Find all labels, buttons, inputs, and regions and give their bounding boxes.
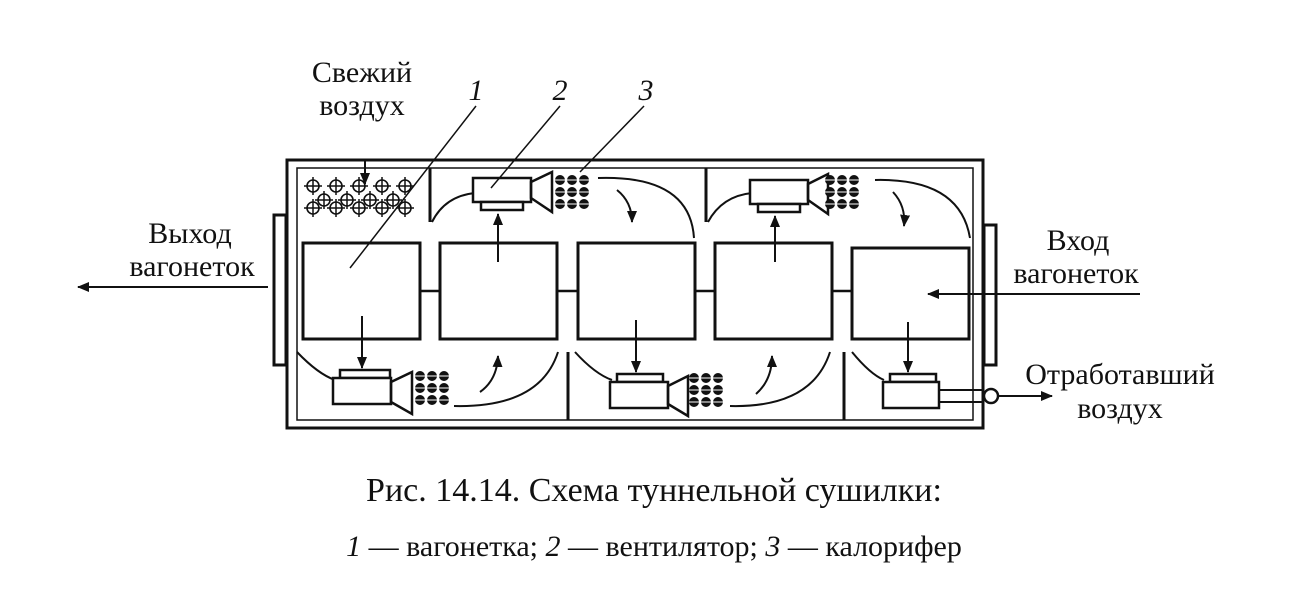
- tunnel-housing: [272, 158, 998, 430]
- heaters: [415, 175, 859, 407]
- heater: [825, 175, 859, 209]
- inlet-nozzle: [373, 177, 391, 195]
- inlet-nozzle: [315, 191, 333, 209]
- heater: [415, 371, 449, 405]
- legend-num-3: 3: [765, 530, 781, 563]
- inlet-nozzle: [384, 191, 402, 209]
- exit-label-line2: вагонеток: [129, 250, 255, 283]
- fans: [331, 170, 1000, 419]
- fresh-air-inlet: [304, 177, 414, 217]
- inlet-nozzle: [304, 199, 322, 217]
- caption-title: Рис. 14.14. Схема туннельной сушилки:: [366, 472, 942, 509]
- inlet-nozzle: [304, 177, 322, 195]
- exit-door: [272, 213, 288, 367]
- fan: [608, 372, 690, 419]
- fan: [471, 170, 554, 215]
- inlet-nozzle: [327, 177, 345, 195]
- flow-curve-arrow: [892, 191, 911, 227]
- heater: [555, 175, 589, 209]
- exit-label-line1: Выход: [148, 217, 231, 250]
- leader-2: [490, 105, 561, 189]
- exhaust-label-line2: воздух: [1077, 392, 1163, 425]
- inlet-nozzle: [396, 177, 414, 195]
- inlet-nozzle: [338, 191, 356, 209]
- flow-arrows: [77, 160, 1140, 401]
- exhaust-valve: [982, 387, 1000, 405]
- flow-curve-arrow: [479, 355, 503, 393]
- heater: [689, 373, 723, 407]
- inlet-nozzle: [350, 177, 368, 195]
- legend-text-2: — вентилятор;: [560, 530, 766, 563]
- legend-text-1: — вагонетка;: [361, 530, 546, 563]
- exhaust-label-line1: Отработавший: [1025, 358, 1215, 391]
- entry-label-line1: Вход: [1047, 224, 1110, 257]
- inlet-nozzle: [373, 199, 391, 217]
- fresh-air-label-line1: Свежий: [312, 56, 412, 89]
- callout-3: 3: [638, 74, 654, 107]
- entry-label-line2: вагонеток: [1013, 257, 1139, 290]
- fresh-air-label-line2: воздух: [319, 89, 405, 122]
- legend-num-1: 1: [346, 530, 362, 563]
- inlet-nozzle: [350, 199, 368, 217]
- callout-1: 1: [469, 74, 484, 107]
- fan: [331, 368, 414, 417]
- inlet-nozzle: [396, 199, 414, 217]
- leader-3: [579, 105, 645, 173]
- inlet-nozzle: [327, 199, 345, 217]
- inlet-nozzle: [361, 191, 379, 209]
- callout-2: 2: [553, 74, 568, 107]
- wagon: [713, 241, 834, 341]
- leader-1: [349, 105, 477, 269]
- flow-curve-arrow: [755, 355, 777, 395]
- flow-curve-arrow: [616, 189, 637, 223]
- fan: [748, 171, 830, 217]
- fan: [881, 372, 941, 410]
- leader-lines: [349, 105, 645, 269]
- caption-legend: 1 — вагонетка; 2 — вентилятор; 3 — калор…: [0, 530, 1308, 564]
- legend-text-3: — калорифер: [780, 530, 962, 563]
- legend-num-2: 2: [545, 530, 561, 563]
